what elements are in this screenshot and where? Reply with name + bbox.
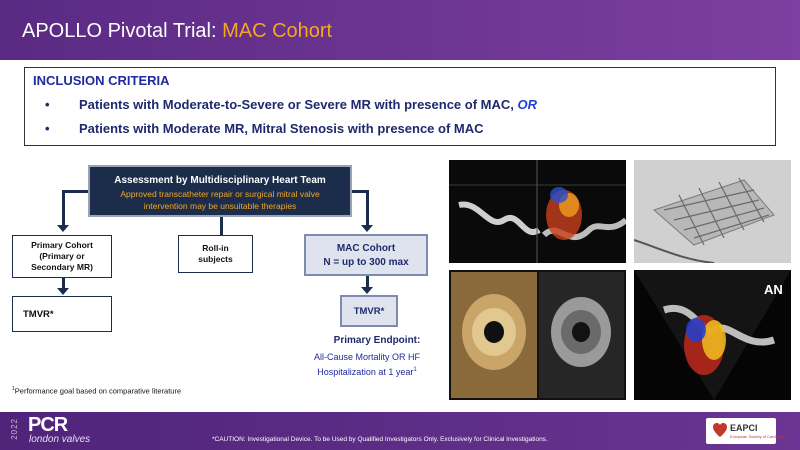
pcr-logo: PCR bbox=[28, 414, 68, 436]
3d-echo-image bbox=[449, 270, 626, 400]
mac-cohort-box: MAC Cohort N = up to 300 max bbox=[304, 234, 428, 276]
arrow-down-mac bbox=[361, 225, 373, 232]
eapci-name: EAPCI bbox=[730, 423, 758, 433]
footnote: 1Performance goal based on comparative l… bbox=[12, 386, 181, 396]
title-accent: MAC Cohort bbox=[222, 20, 333, 42]
endpoint-text: All-Cause Mortality OR HF Hospitalizatio… bbox=[302, 351, 432, 379]
connector-left bbox=[62, 190, 88, 193]
connector-right-down bbox=[366, 190, 369, 226]
criteria-text: Patients with Moderate-to-Severe or Seve… bbox=[79, 97, 518, 112]
roll-in-box: Roll-in subjects bbox=[178, 235, 253, 273]
fluoro-image-graphic bbox=[634, 160, 791, 263]
slide-title: APOLLO Pivotal Trial: MAC Cohort bbox=[22, 20, 332, 43]
primary-cohort-line-3: Secondary MR) bbox=[31, 262, 93, 272]
color-doppler-graphic: AN bbox=[634, 270, 791, 400]
arrow-down-primary bbox=[57, 225, 69, 232]
criteria-item: • Patients with Moderate-to-Severe or Sev… bbox=[45, 97, 537, 112]
eapci-subtitle: European Society of Cardiology bbox=[730, 434, 787, 439]
3d-echo-graphic bbox=[449, 270, 626, 400]
connector-mac-tmvr bbox=[366, 276, 369, 288]
endpoint-line-2: Hospitalization at 1 year1 bbox=[302, 364, 432, 379]
color-doppler-image: AN bbox=[634, 270, 791, 400]
footnote-text: Performance goal based on comparative li… bbox=[14, 386, 182, 396]
tmvr-primary-label: TMVR* bbox=[23, 308, 54, 320]
fluoro-image bbox=[634, 160, 791, 263]
assessment-box: Assessment by Multidisciplinary Heart Te… bbox=[88, 165, 352, 217]
tmvr-primary-box: TMVR* bbox=[12, 296, 112, 332]
heart-icon bbox=[713, 423, 727, 437]
arrow-down-tmvr-mac bbox=[361, 287, 373, 294]
inclusion-criteria-box: INCLUSION CRITERIA • Patients with Modera… bbox=[24, 67, 776, 146]
echo-image-graphic bbox=[449, 160, 626, 263]
criteria-item: • Patients with Moderate MR, Mitral Steno… bbox=[45, 121, 484, 136]
pcr-year: 2022 bbox=[10, 418, 19, 440]
primary-cohort-line-1: Primary Cohort bbox=[31, 240, 93, 250]
mac-cohort-title: MAC Cohort bbox=[336, 243, 396, 254]
assessment-subtitle-1: Approved transcatheter repair or surgica… bbox=[120, 189, 320, 199]
endpoint-title: Primary Endpoint: bbox=[333, 335, 421, 346]
criteria-text: Patients with Moderate MR, Mitral Stenos… bbox=[79, 121, 484, 136]
endpoint-line-1: All-Cause Mortality OR HF bbox=[313, 352, 421, 362]
echo-image-top-left bbox=[449, 160, 626, 263]
caution-text: *CAUTION: Investigational Device. To be … bbox=[212, 436, 548, 443]
endpoint-sup: 1 bbox=[413, 367, 417, 373]
assessment-subtitle-2: intervention may be unsuitable therapies bbox=[143, 201, 297, 211]
footnote-sup: 1 bbox=[12, 386, 15, 392]
criteria-or: OR bbox=[517, 97, 538, 112]
bullet: • bbox=[45, 121, 50, 136]
connector-left-down bbox=[62, 190, 65, 226]
primary-cohort-box: Primary Cohort (Primary or Secondary MR) bbox=[12, 235, 112, 278]
tmvr-mac-box: TMVR* bbox=[340, 295, 398, 327]
echo-label: AN bbox=[764, 282, 783, 297]
mac-cohort-n: N = up to 300 max bbox=[323, 257, 409, 268]
roll-in-line-1: Roll-in bbox=[202, 243, 229, 253]
roll-in-line-2: subjects bbox=[198, 254, 233, 264]
arrow-down-tmvr bbox=[57, 288, 69, 295]
tmvr-mac-label: TMVR* bbox=[353, 305, 385, 317]
primary-cohort-line-2: (Primary or bbox=[39, 251, 85, 261]
endpoint-line-2-text: Hospitalization at 1 year bbox=[317, 367, 414, 377]
header-bar bbox=[0, 0, 800, 60]
connector-center bbox=[220, 217, 223, 235]
bullet: • bbox=[45, 97, 50, 112]
title-prefix: APOLLO Pivotal Trial: bbox=[22, 20, 223, 42]
pcr-logo-subtitle: london valves bbox=[29, 434, 91, 445]
connector-right bbox=[352, 190, 368, 193]
footer-bar bbox=[0, 412, 800, 450]
connector-primary-tmvr bbox=[62, 278, 65, 290]
criteria-heading: INCLUSION CRITERIA bbox=[33, 73, 170, 88]
assessment-title: Assessment by Multidisciplinary Heart Te… bbox=[114, 175, 326, 186]
